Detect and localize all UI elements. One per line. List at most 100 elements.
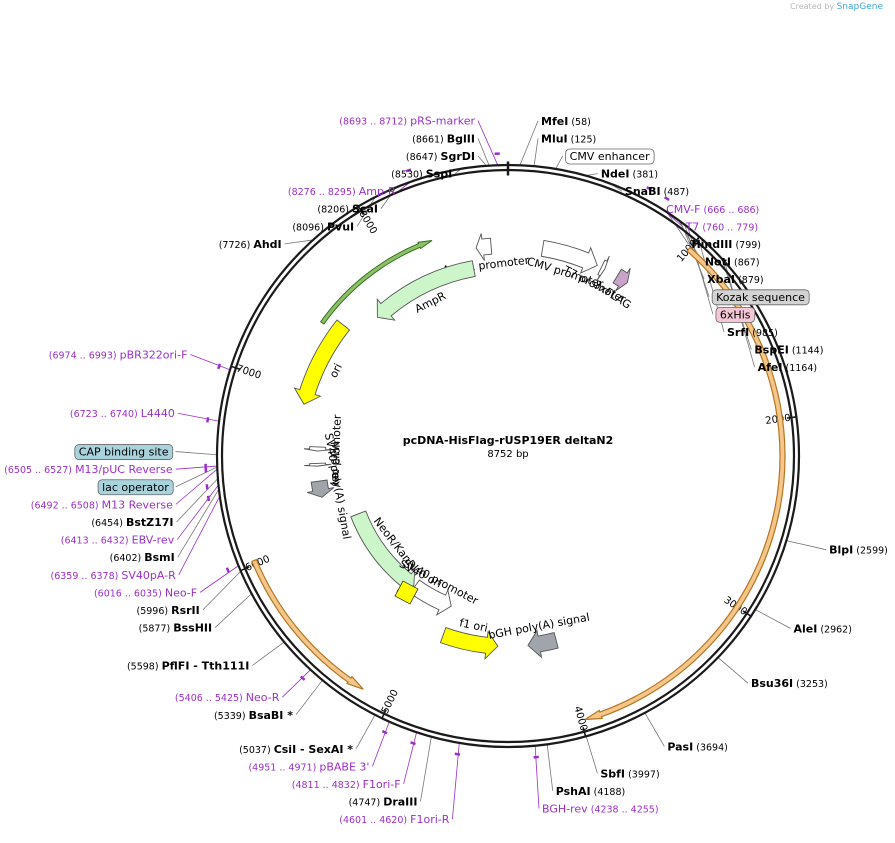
leader-line: [177, 489, 219, 558]
site-text: (6974 .. 6993) pBR322ori-F: [49, 348, 188, 361]
site-position: (4951 .. 4971): [248, 762, 316, 773]
leader-line: [477, 155, 487, 166]
site-text: NotI (867): [705, 256, 760, 269]
site-position: (4747): [349, 798, 381, 809]
feature-sv40-promoter: [409, 579, 452, 616]
site-position: (4188): [594, 787, 626, 798]
leader-line: [175, 451, 217, 456]
site-mfei: MfeI (58): [541, 115, 591, 128]
site-name: L4440: [141, 407, 175, 420]
tick-mark: [240, 566, 250, 572]
leader-line: [372, 722, 390, 767]
leader-line: [519, 120, 539, 165]
credit: Created by SnapGene: [790, 2, 883, 12]
feature-neomycin-cds: [251, 558, 364, 690]
site-text: (8096) PvuI: [292, 220, 354, 233]
boxed-label: CAP binding site: [79, 446, 169, 459]
leader-line: [477, 120, 498, 165]
site-text: XbaI (879): [707, 273, 763, 286]
site-name: XbaI: [707, 273, 735, 286]
site-position: (7726): [219, 240, 251, 251]
feature-m13-rev: [304, 462, 332, 467]
site-ahdi: (7726) AhdI: [219, 238, 282, 251]
site-position: (6974 .. 6993): [49, 350, 117, 361]
site-position: (2599): [856, 546, 888, 557]
site-position: (3694): [696, 742, 728, 753]
site-blpi: BlpI (2599): [829, 544, 888, 557]
site-bglii: (8661) BglII: [412, 132, 475, 145]
site-l4440: (6723 .. 6740) L4440: [70, 407, 175, 420]
site-name: NotI: [705, 256, 731, 269]
site-prs-marker: (8693 .. 8712) pRS-marker: [339, 115, 475, 128]
leader-line: [175, 465, 217, 470]
plasmid-name: pcDNA-HisFlag-rUSP19ER deltaN2: [403, 434, 614, 447]
leader-line: [403, 732, 417, 785]
site-position: (125): [571, 134, 597, 145]
leader-line: [282, 669, 311, 698]
site-t7: T7 (760 .. 779): [685, 220, 759, 233]
leader-line: [214, 593, 252, 628]
feature-bgh-poly-a-signal: [527, 629, 559, 659]
site-lac-operator: lac operator: [97, 479, 174, 496]
site-afei: AfeI (1164): [758, 361, 817, 374]
site-srfi: SrfI (985): [727, 326, 778, 339]
site-text: (8530) SspI: [391, 168, 452, 181]
site-snabi: SnaBI (487): [625, 185, 689, 198]
site-text: (6402) BsmI: [110, 551, 175, 564]
leader-line: [176, 485, 219, 540]
site-name: SspI: [426, 168, 452, 181]
primer-mark: [217, 363, 222, 370]
label-box: [565, 148, 655, 165]
site-name: BssHII: [173, 622, 212, 635]
site-pasi: PasI (3694): [667, 740, 727, 753]
primer-mark: [405, 168, 412, 173]
site-text: (8661) BglII: [412, 132, 475, 145]
feature-ori: [293, 319, 351, 405]
site-name: pBABE 3': [319, 760, 369, 773]
site-text: AleI (2962): [793, 622, 851, 635]
primer-mark: [646, 186, 652, 191]
site-position: (5037): [239, 745, 271, 756]
leader-line: [175, 469, 218, 505]
leader-line: [295, 680, 323, 716]
leader-line: [202, 571, 241, 611]
site-text: (6016 .. 6035) Neo-F: [94, 586, 197, 599]
boxed-label: lac operator: [102, 481, 169, 494]
site-text: (4601 .. 4620) F1ori-R: [339, 813, 449, 826]
site-name: T7: [685, 220, 700, 233]
primer-mark: [410, 741, 416, 746]
site-position: (4811 .. 4832): [292, 780, 360, 791]
site-text: (4811 .. 4832) F1ori-F: [292, 778, 401, 791]
site-name: F1ori-F: [363, 778, 401, 791]
site-name: AfeI: [758, 361, 783, 374]
site-position: (6723 .. 6740): [70, 409, 138, 420]
leader-line: [534, 746, 540, 809]
feature-cmv-promoter: [540, 239, 598, 274]
site-name: BglII: [447, 132, 475, 145]
site-name: CsiI: [274, 743, 296, 756]
leader-line: [718, 657, 749, 684]
site-text: NdeI (381): [601, 168, 658, 181]
site-cmv-enhancer: CMV enhancer: [565, 148, 655, 165]
site-bstz17i: (6454) BstZ17I: [91, 516, 173, 529]
leader-lines: [175, 120, 827, 820]
site-name: PasI: [667, 740, 693, 753]
site-xbai: XbaI (879): [707, 273, 763, 286]
site-pvui: (8096) PvuI: [292, 220, 354, 233]
site-m13-puc-reverse: (6505 .. 6527) M13/pUC Reverse: [4, 463, 173, 476]
feature-f1-ori: [439, 627, 499, 660]
site-text: (5406 .. 5425) Neo-R: [175, 691, 280, 704]
site-mlui: MluI (125): [541, 132, 596, 145]
site-position: (666 .. 686): [703, 205, 759, 216]
site-name: AhdI: [253, 238, 281, 251]
site-position: (58): [571, 117, 591, 128]
site-6xhis: 6xHis: [715, 306, 756, 323]
site-alei: AleI (2962): [793, 622, 851, 635]
site-position: (6492 .. 6508): [31, 500, 99, 511]
leader-line: [555, 155, 564, 169]
site-name: AleI: [793, 622, 817, 635]
site-text: (7726) AhdI: [219, 238, 282, 251]
site-position: (760 .. 779): [702, 222, 758, 233]
feature-ampicillin-cds: [320, 240, 433, 325]
